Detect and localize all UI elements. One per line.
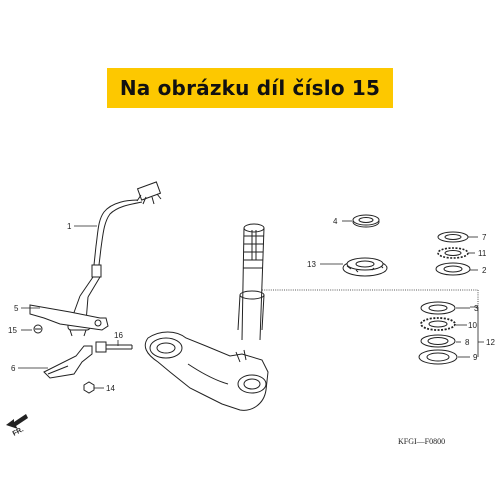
part-6-lower-bracket[interactable]	[43, 345, 93, 379]
part-5-bracket[interactable]	[29, 304, 109, 331]
part-2-race[interactable]	[435, 262, 471, 276]
label-9: 9	[473, 353, 478, 362]
label-3: 3	[474, 304, 479, 313]
label-6: 6	[11, 364, 16, 373]
label-11: 11	[478, 249, 487, 258]
part-11-bearing[interactable]	[437, 247, 469, 259]
part-13-cone[interactable]	[342, 257, 388, 277]
bottom-bridge[interactable]	[144, 331, 269, 411]
part-4-nut[interactable]	[352, 214, 380, 228]
steering-stem[interactable]	[237, 223, 265, 341]
part-10-bearing[interactable]	[420, 317, 456, 331]
part-8-race[interactable]	[420, 334, 456, 348]
label-10: 10	[468, 321, 477, 330]
drawing-code: KFGI—F0800	[398, 437, 445, 446]
label-4: 4	[333, 217, 338, 226]
part-1-cable-assembly[interactable]	[67, 181, 162, 337]
part-16-bolt[interactable]	[95, 341, 133, 353]
label-12: 12	[486, 338, 495, 347]
label-2: 2	[482, 266, 487, 275]
leader-lines	[18, 220, 484, 389]
label-16: 16	[114, 331, 123, 340]
part-14-nut[interactable]	[83, 381, 95, 394]
title-banner: Na obrázku díl číslo 15	[107, 68, 393, 108]
label-13: 13	[307, 260, 316, 269]
front-direction-arrow	[6, 414, 28, 429]
label-5: 5	[14, 304, 19, 313]
part-7-washer[interactable]	[437, 231, 469, 243]
label-14: 14	[106, 384, 115, 393]
banner-title: Na obrázku díl číslo 15	[119, 76, 381, 100]
label-1: 1	[67, 222, 72, 231]
part-15-bolt[interactable]	[33, 324, 43, 334]
label-7: 7	[482, 233, 487, 242]
label-8: 8	[465, 338, 470, 347]
part-9-seal[interactable]	[418, 349, 458, 365]
part-3-race[interactable]	[420, 301, 456, 315]
front-direction-label: FR.	[12, 426, 25, 438]
label-15: 15	[8, 326, 17, 335]
